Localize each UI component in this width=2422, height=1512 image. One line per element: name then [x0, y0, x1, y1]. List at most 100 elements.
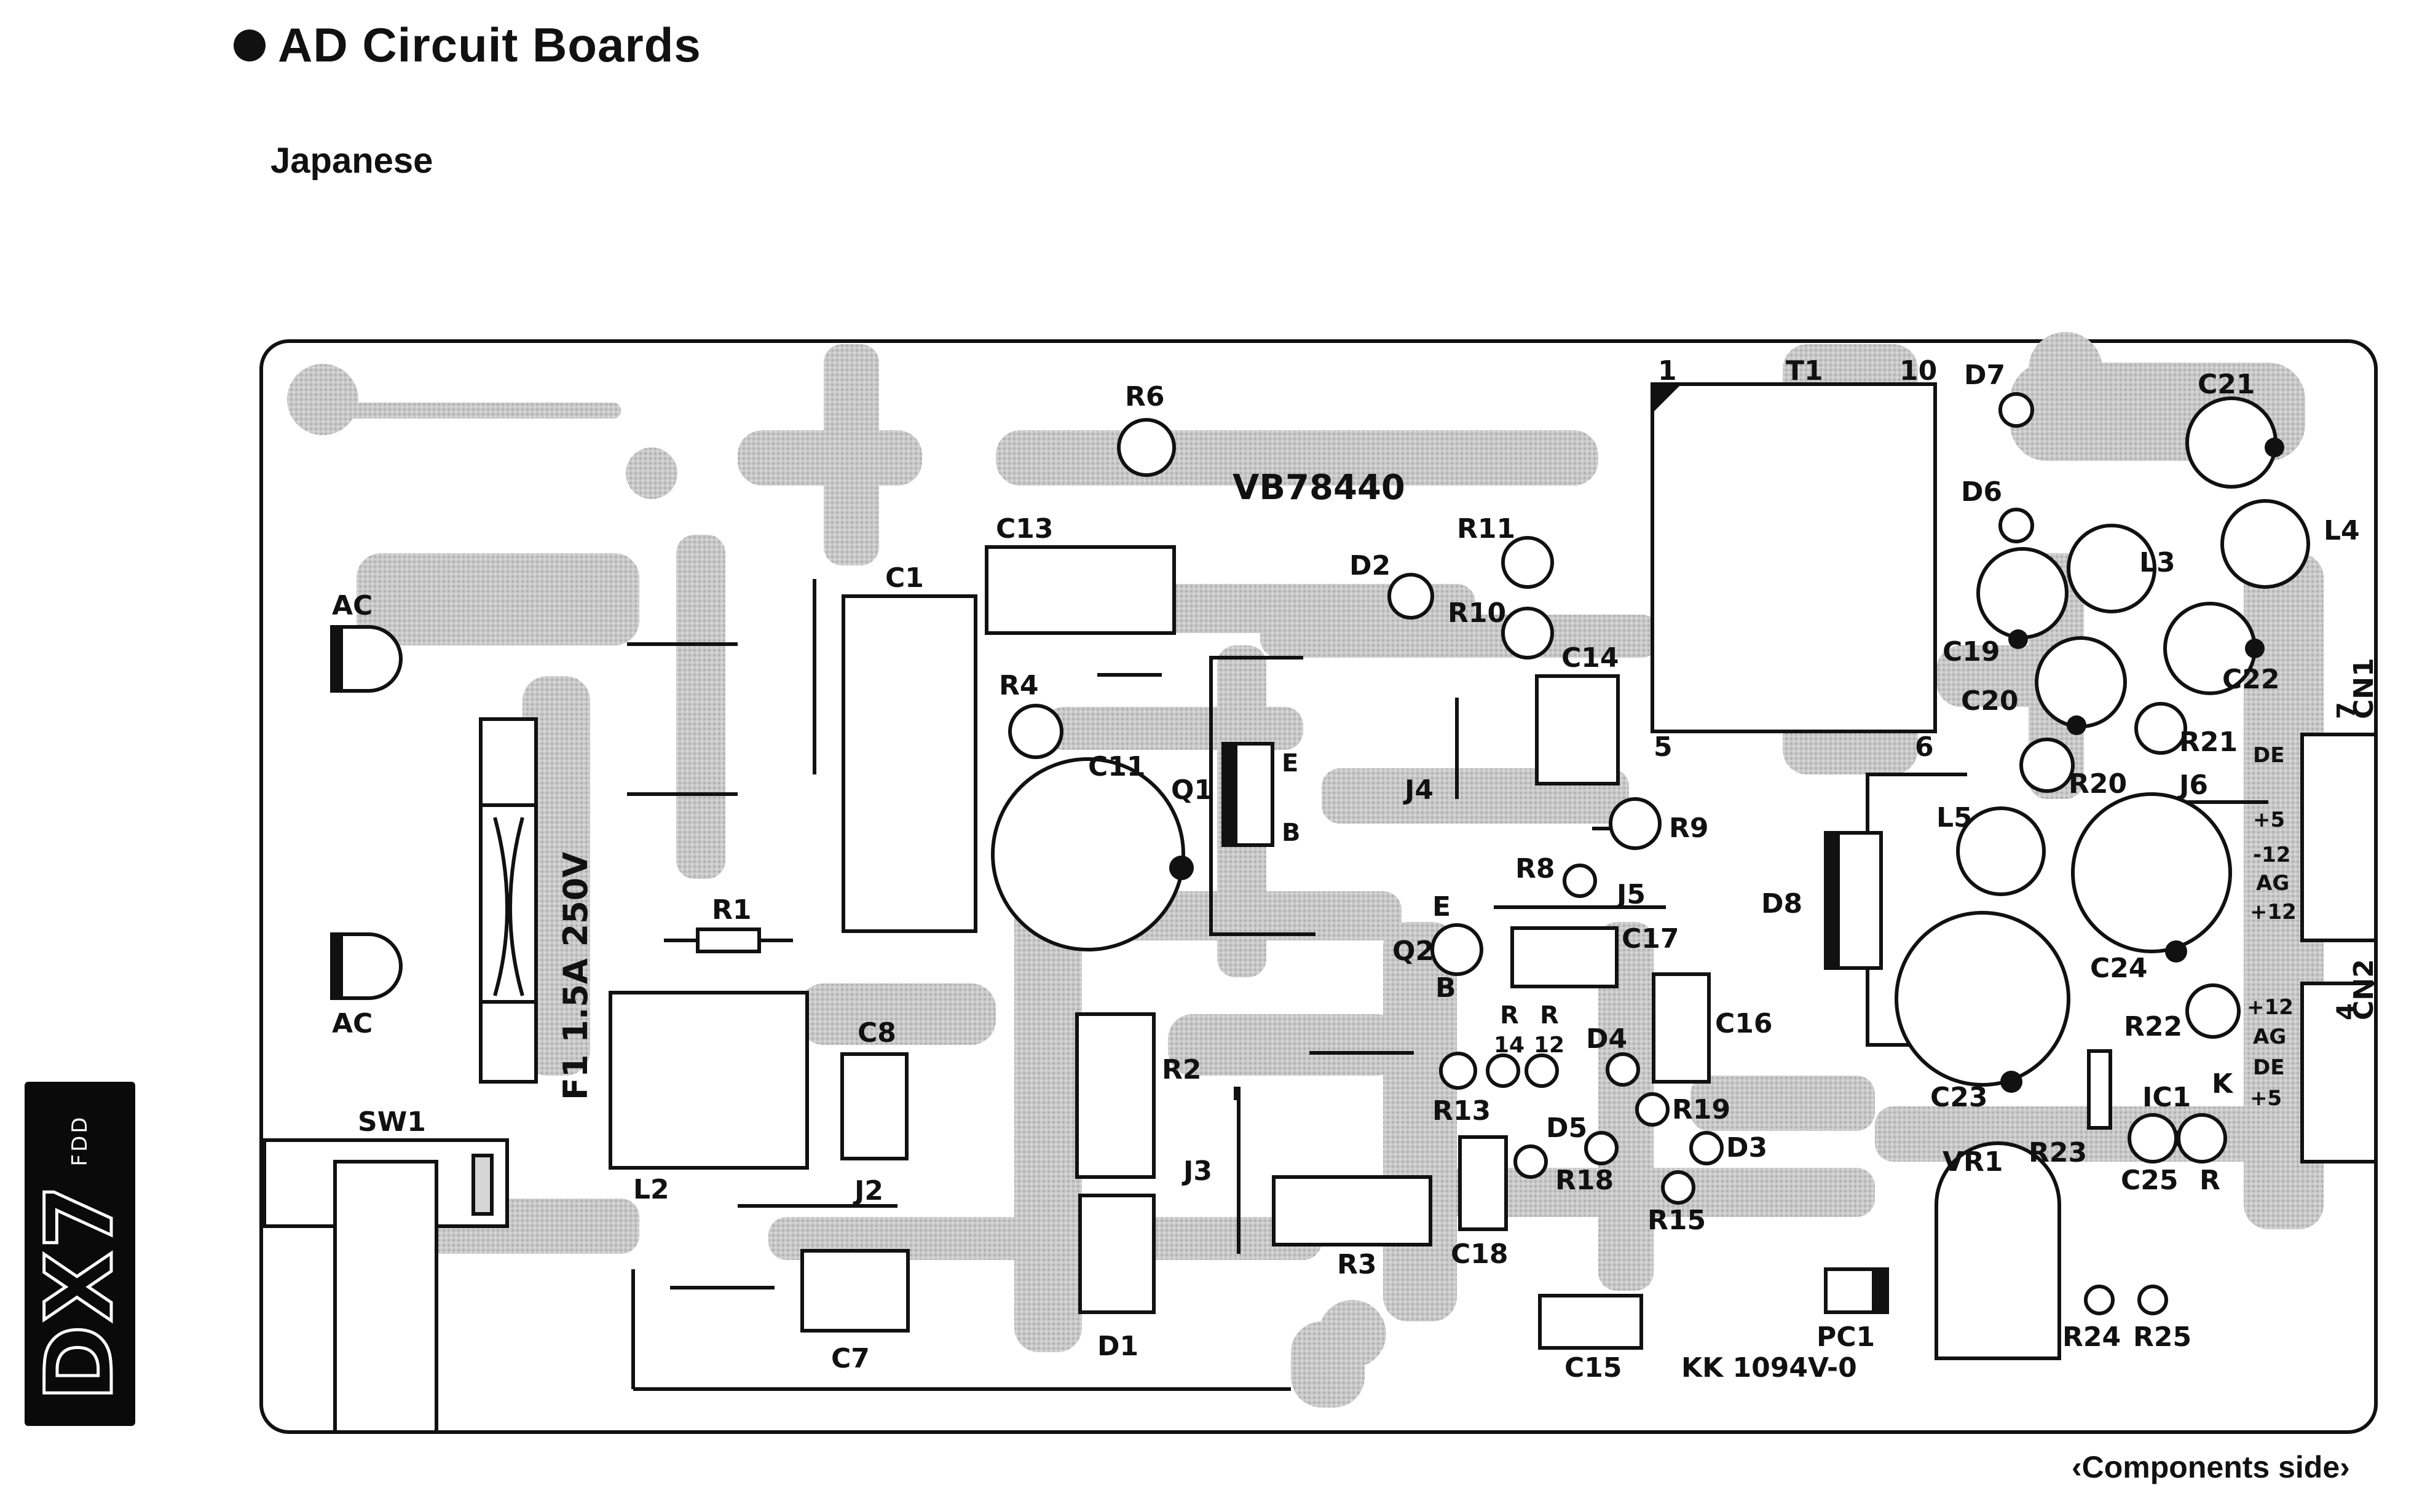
component-label: +5: [2253, 808, 2285, 832]
component-label: R9: [1669, 813, 1709, 844]
c8-capacitor: [840, 1052, 909, 1160]
component-label: R11: [1457, 513, 1515, 545]
r19-resistor: [1635, 1092, 1670, 1127]
component-label: C1: [885, 562, 924, 594]
component-label: C13: [996, 513, 1054, 545]
component-label: Q2: [1392, 935, 1434, 967]
d2-diode: [1387, 573, 1434, 620]
r25-resistor: [2137, 1285, 2168, 1315]
vr1-trimmer: [1935, 1141, 2061, 1360]
component-label: R10: [1448, 597, 1506, 629]
component-label: R2: [1162, 1054, 1202, 1085]
c16-capacitor: [1652, 972, 1711, 1084]
component-label: CN2: [2348, 959, 2380, 1020]
component-label: B: [1435, 972, 1456, 1004]
component-label: D3: [1726, 1132, 1767, 1164]
component-label: E: [1282, 749, 1298, 778]
r13-resistor: [1439, 1052, 1477, 1090]
r14-resistor: [1486, 1053, 1520, 1088]
component-label: C24: [2090, 953, 2148, 984]
component-label: AC: [332, 1008, 373, 1039]
r2-resistor: [1075, 1012, 1156, 1179]
ac-connector-top: [330, 625, 403, 693]
c21-capacitor: [2185, 396, 2278, 489]
component-label: L3: [2139, 547, 2175, 578]
d5-diode: [1584, 1131, 1619, 1165]
component-label: E: [1432, 891, 1451, 923]
component-label: D1: [1097, 1331, 1138, 1362]
d1-bridge: [1078, 1194, 1156, 1314]
r18-resistor: [1513, 1144, 1548, 1179]
c25-capacitor: [2128, 1113, 2178, 1164]
logo-main-text: DX7: [25, 1181, 135, 1403]
component-label: 1: [1658, 355, 1677, 387]
component-label: 6: [1915, 731, 1934, 763]
c24-capacitor: [2071, 792, 2232, 953]
component-label: DE: [2253, 743, 2284, 768]
component-label: R20: [2069, 768, 2127, 800]
c18-capacitor: [1458, 1135, 1508, 1231]
ac-connector-bottom: [330, 932, 403, 1000]
t1-transformer: [1651, 382, 1937, 733]
component-label: R13: [1432, 1095, 1491, 1127]
r9-resistor: [1609, 797, 1662, 850]
component-label: R6: [1125, 381, 1165, 412]
component-label: R4: [999, 670, 1039, 701]
component-label: J3: [1181, 1156, 1212, 1187]
r22-resistor: [2185, 983, 2241, 1039]
c14-capacitor: [1535, 674, 1620, 786]
component-label: D7: [1964, 360, 2005, 391]
r23-resistor: [2087, 1049, 2112, 1130]
r1-resistor: [664, 927, 793, 953]
component-label: 5: [1654, 731, 1673, 763]
component-label: K: [2212, 1068, 2234, 1100]
r6-resistor: [1117, 418, 1176, 477]
component-label: AG: [2256, 871, 2289, 896]
component-label: R1: [712, 894, 752, 926]
r10-resistor: [1501, 607, 1554, 660]
component-label: R3: [1337, 1249, 1377, 1280]
component-label: CN1: [2348, 658, 2380, 719]
component-label: J6: [2177, 770, 2208, 801]
component-label: AC: [332, 590, 373, 621]
component-label: C17: [1622, 923, 1679, 955]
component-label: 14: [1494, 1033, 1525, 1058]
component-label: +12: [2247, 995, 2294, 1020]
component-label: R: [1500, 1001, 1519, 1030]
c23-capacitor: [1895, 911, 2070, 1087]
component-label: AG: [2253, 1025, 2286, 1049]
d6-diode: [1998, 508, 2034, 543]
component-label: R23: [2029, 1137, 2087, 1168]
r24-resistor: [2084, 1285, 2115, 1315]
d3-diode: [1689, 1131, 1724, 1165]
component-label: +5: [2250, 1086, 2282, 1111]
logo-sub-text: FDD: [68, 1114, 92, 1167]
l4-inductor: [2220, 499, 2310, 589]
r4-resistor: [1008, 704, 1063, 759]
component-label: R: [1540, 1001, 1559, 1030]
c20-capacitor: [2035, 636, 2127, 728]
c7-capacitor: [800, 1249, 910, 1333]
component-label: L2: [633, 1174, 669, 1205]
component-label: J2: [853, 1175, 883, 1207]
component-label: T1: [1786, 355, 1823, 387]
component-label: D2: [1349, 550, 1390, 581]
cn1-connector: [2300, 733, 2378, 942]
component-label: D4: [1586, 1023, 1627, 1055]
r8-resistor: [1563, 864, 1597, 898]
component-label: VR1: [1943, 1146, 2003, 1178]
component-label: IC1: [2142, 1082, 2191, 1113]
page-heading: AD Circuit Boards: [234, 17, 701, 73]
component-label: DE: [2253, 1055, 2284, 1080]
component-label: R25: [2133, 1321, 2191, 1353]
component-label: D8: [1761, 888, 1802, 919]
c11-capacitor: [991, 757, 1185, 951]
d8-heatsink: [1824, 773, 1967, 1047]
q2-transistor: [1430, 923, 1483, 976]
component-label: D5: [1546, 1112, 1587, 1144]
r21-resistor: [2134, 702, 2187, 755]
component-label: C11: [1088, 751, 1146, 782]
d7-diode: [1998, 392, 2034, 428]
component-label: SW1: [358, 1106, 426, 1138]
